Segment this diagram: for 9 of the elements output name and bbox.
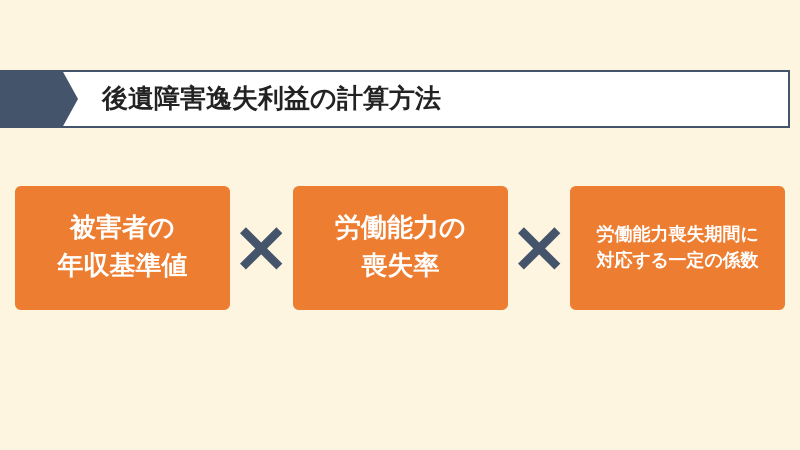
box-text: 労働能力喪失期間に対応する一定の係数 <box>596 222 758 273</box>
multiply-sign: × <box>509 210 569 282</box>
process-box <box>293 186 508 310</box>
process-box <box>15 186 230 310</box>
box-text: 労働能力の喪失率 <box>335 212 466 283</box>
box-text: 被害者の年収基準値 <box>58 212 188 283</box>
process-box <box>570 186 785 310</box>
multiply-sign: × <box>231 210 291 282</box>
title: 後遺障害逸失利益の計算方法 <box>102 83 441 116</box>
